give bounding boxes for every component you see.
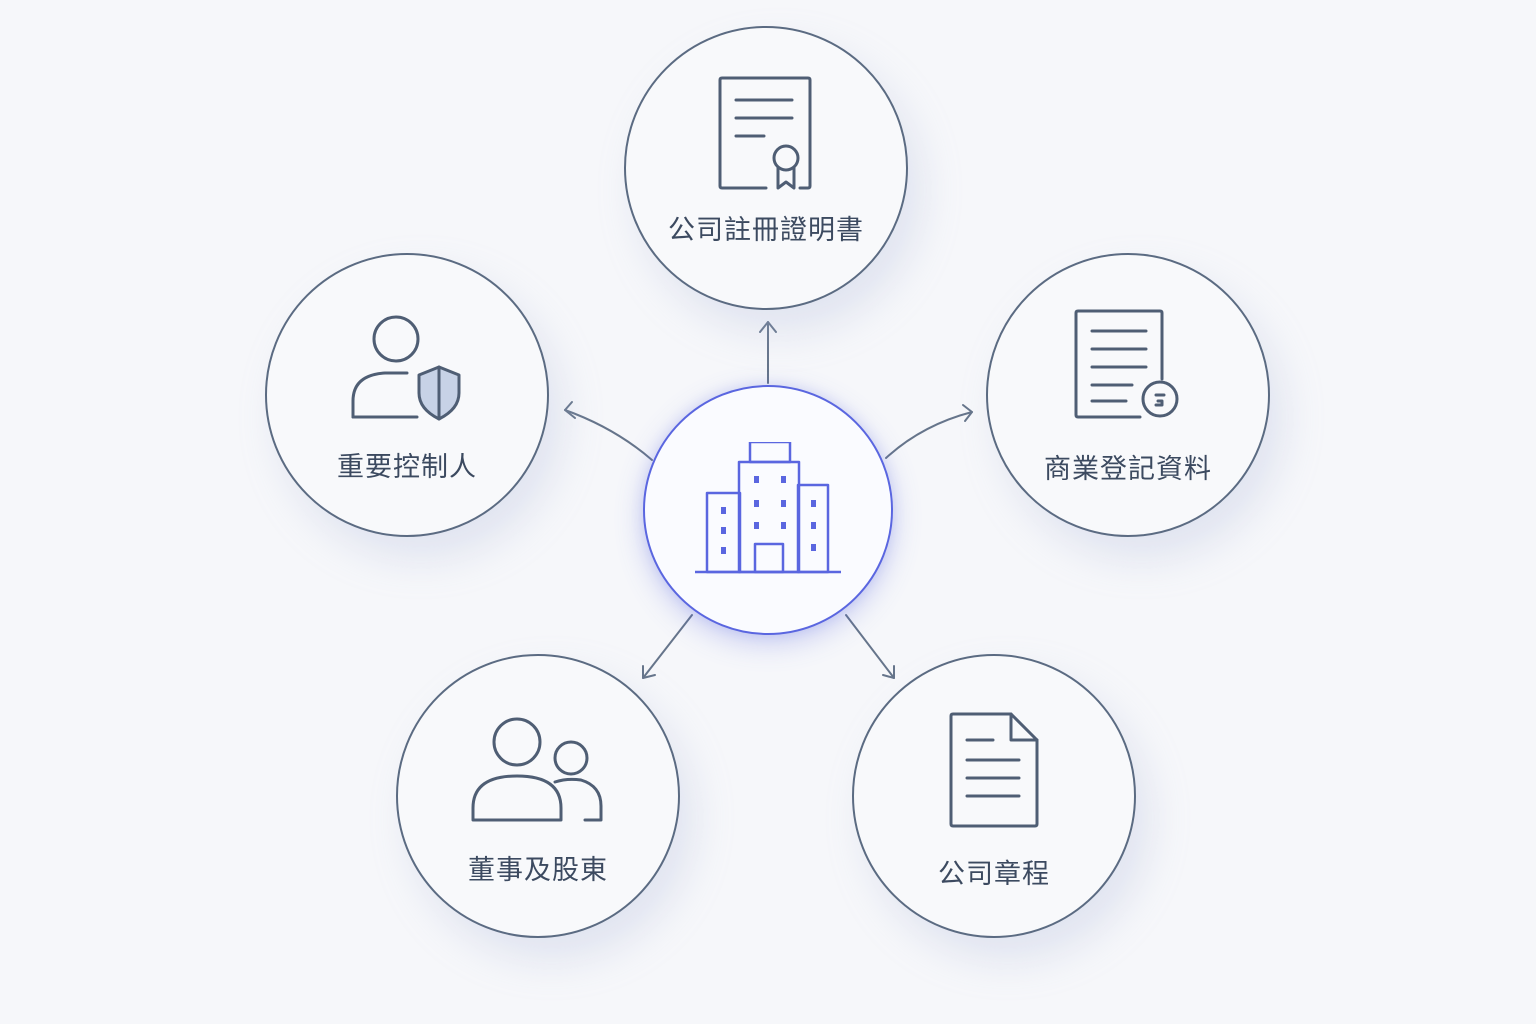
- arrow-to-articles: [845, 614, 895, 679]
- arrowhead-business-registration: [962, 404, 973, 422]
- node-articles: 公司章程: [852, 654, 1136, 938]
- arrowhead-certificate: [759, 321, 777, 333]
- office-building-icon: [695, 440, 841, 578]
- node-directors-shareholders: 董事及股東: [396, 654, 680, 938]
- node-significant-controllers: 重要控制人: [265, 253, 549, 537]
- arrow-to-directors: [642, 614, 693, 679]
- controllers-label: 重要控制人: [337, 452, 477, 483]
- arrowhead-controllers: [564, 401, 576, 419]
- directors-label: 董事及股東: [468, 855, 608, 886]
- people-group-icon: [471, 716, 605, 828]
- document-seal-icon: [1074, 309, 1182, 425]
- document-page-icon: [949, 712, 1039, 834]
- arrowhead-articles: [882, 665, 895, 679]
- articles-label: 公司章程: [938, 859, 1050, 890]
- company-center-node: [643, 385, 893, 635]
- arrow-to-controllers: [564, 409, 653, 461]
- node-certificate: 公司註冊證明書: [624, 26, 908, 310]
- certificate-document-icon: [718, 76, 814, 196]
- certificate-label: 公司註冊證明書: [668, 215, 864, 246]
- business-registration-label: 商業登記資料: [1044, 454, 1212, 485]
- person-shield-icon: [351, 315, 463, 425]
- node-business-registration: 商業登記資料: [986, 253, 1270, 537]
- arrowhead-directors: [642, 665, 656, 679]
- arrow-to-business-registration: [885, 411, 973, 459]
